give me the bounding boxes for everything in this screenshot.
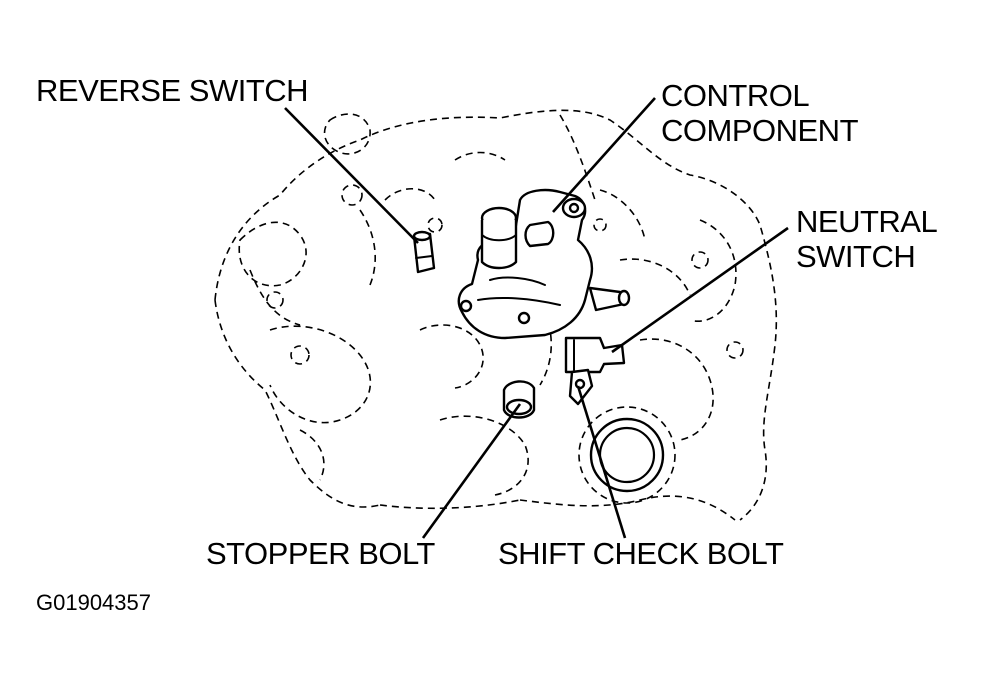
shift-check-bolt-label: SHIFT CHECK BOLT	[498, 536, 784, 571]
shift-check-bolt-part	[568, 368, 594, 406]
transaxle-case-outline	[214, 109, 778, 521]
bearing-bore	[578, 406, 676, 504]
figure-id: G01904357	[36, 590, 151, 615]
stopper-bolt-label: STOPPER BOLT	[206, 536, 435, 571]
leader-lines	[284, 97, 789, 539]
leader-control-component	[552, 97, 656, 213]
neutral-switch-part	[564, 336, 626, 374]
leader-reverse-switch	[284, 107, 419, 244]
control-component-label-line1: CONTROL	[661, 78, 810, 113]
leader-stopper-bolt	[421, 403, 522, 539]
reverse-switch-label: REVERSE SWITCH	[36, 73, 309, 108]
neutral-switch-label-line2: SWITCH	[796, 239, 916, 274]
reverse-switch-part	[412, 230, 436, 274]
neutral-switch-label-line1: NEUTRAL	[796, 204, 938, 239]
control-component-body	[457, 188, 631, 340]
control-component-label-line2: COMPONENT	[661, 113, 859, 148]
stopper-bolt-part	[502, 380, 536, 419]
leader-shift-check-bolt	[576, 385, 627, 539]
leader-neutral-switch	[611, 226, 789, 354]
